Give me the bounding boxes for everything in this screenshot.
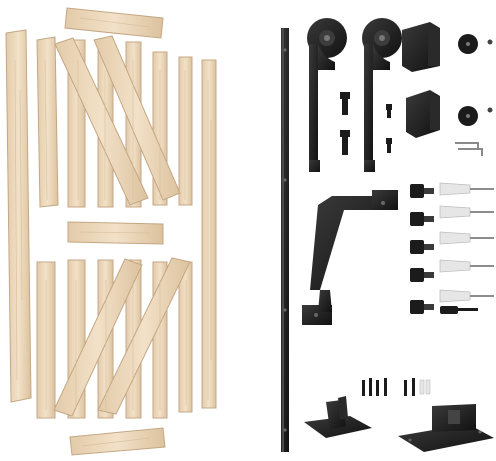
brace-bottom-b bbox=[97, 257, 191, 415]
washers bbox=[458, 34, 493, 126]
plank-bot-6 bbox=[178, 261, 193, 413]
hanger-right bbox=[362, 18, 402, 172]
rail-middle bbox=[67, 221, 164, 245]
hanger-left bbox=[307, 18, 347, 172]
wood-grain bbox=[14, 17, 212, 447]
plank-top-6 bbox=[178, 56, 193, 206]
guide-screws bbox=[362, 378, 415, 396]
lag-bolts bbox=[410, 184, 434, 314]
floor-guide-right bbox=[398, 404, 494, 452]
anchor-screws bbox=[470, 188, 494, 297]
door-rails bbox=[64, 7, 166, 456]
brace-top-b bbox=[93, 35, 181, 201]
plank-top-1 bbox=[36, 36, 59, 208]
allen-keys bbox=[455, 142, 483, 156]
guide-anchors bbox=[419, 379, 431, 395]
door-handle bbox=[302, 190, 398, 325]
plank-right-edge bbox=[201, 59, 217, 409]
short-screws bbox=[440, 306, 478, 314]
wall-anchors bbox=[439, 182, 471, 303]
track-rail bbox=[281, 28, 289, 452]
end-stopper-bottom bbox=[406, 90, 440, 138]
end-stopper-top bbox=[402, 22, 440, 72]
hanger-bolts bbox=[340, 92, 392, 155]
rail-top bbox=[64, 7, 164, 39]
plank-left-edge bbox=[5, 29, 32, 403]
floor-guide-left bbox=[304, 396, 372, 438]
